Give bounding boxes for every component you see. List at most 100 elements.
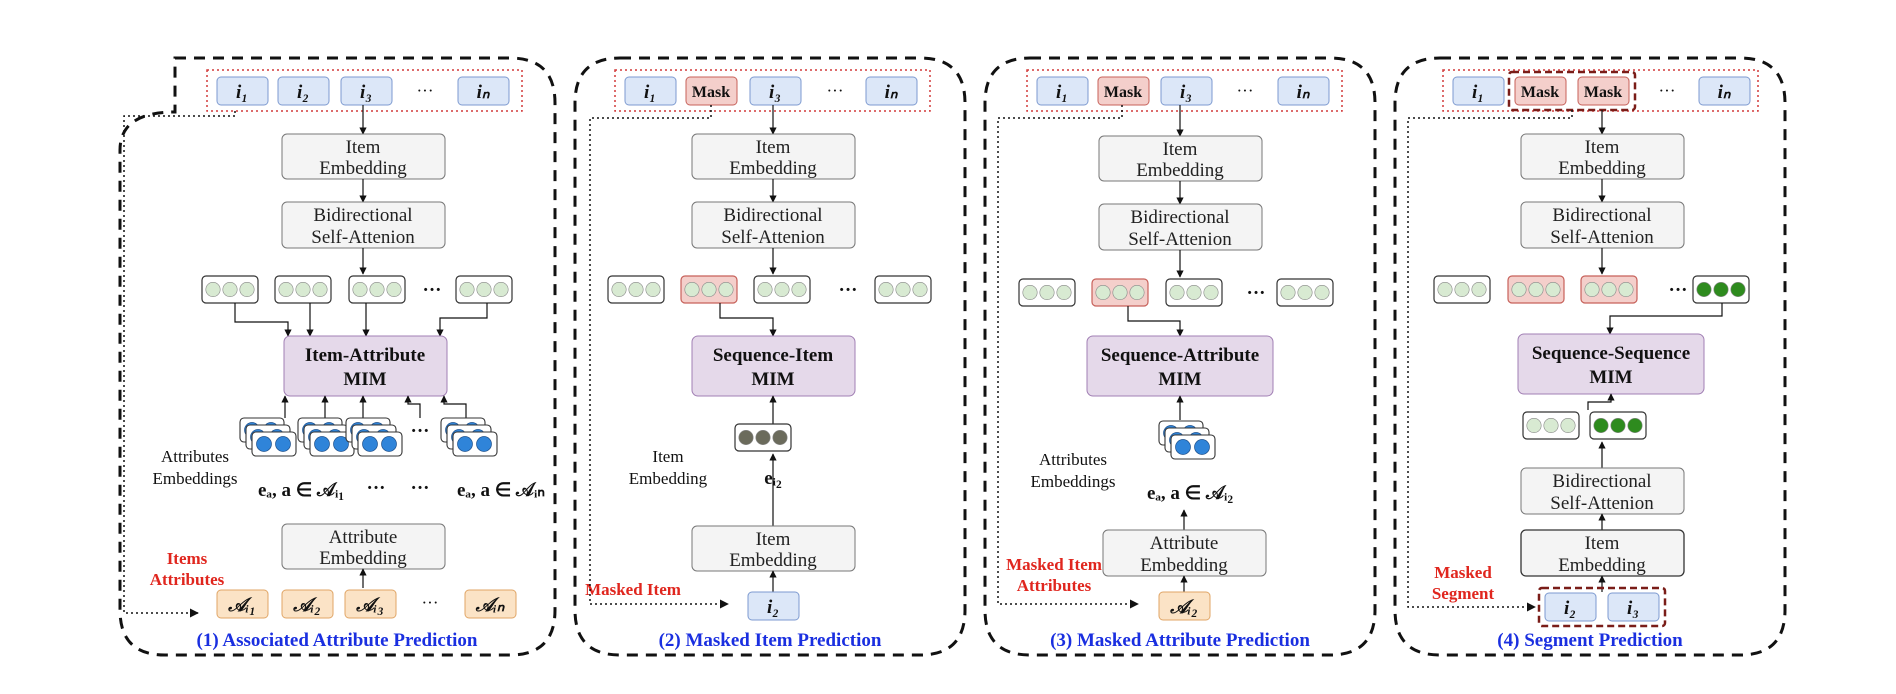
self-attention-line1: Bidirectional: [313, 205, 412, 226]
hidden-vector-masked-2: [1580, 275, 1638, 304]
item-embedding-line2: Embedding: [1136, 160, 1224, 181]
item-embedding2-line1: Item: [756, 529, 791, 550]
token-dots: ···: [1659, 81, 1676, 100]
token-mask-1-text: Mask: [1521, 84, 1559, 101]
panel-associated-attribute-prediction: i₁ i₂ i₃ ··· iₙ Item Embedding Bidirecti…: [118, 56, 557, 657]
hidden-vector-1: [1433, 275, 1491, 304]
hidden-vector-n: [874, 275, 932, 304]
bottom-token-i2: [1544, 592, 1597, 622]
caption: (2) Masked Item Prediction: [659, 630, 882, 651]
masked-item-label: Masked Item: [585, 580, 681, 599]
token-i3: [340, 76, 393, 106]
token-i1-text: i₁: [1056, 82, 1068, 103]
hidden-vector-3: [1165, 278, 1223, 307]
vector-dots: ···: [838, 280, 857, 301]
hidden-state-vectors: [1018, 278, 1334, 307]
token-in: [1698, 76, 1751, 106]
attribute-embedding-line1: Attribute: [329, 527, 398, 548]
attribute-embedding-stacks: [239, 417, 498, 457]
attr-expression-right: eₐ, a ∈ 𝒜ᵢₙ: [457, 480, 545, 501]
item-embedding-line2: Embedding: [1558, 158, 1646, 179]
attr-token-n-text: 𝒜ᵢₙ: [475, 595, 506, 616]
token-i3-text: i₃: [360, 82, 372, 103]
item-embedding2-line1: Item: [1585, 533, 1620, 554]
token-i1: [624, 76, 677, 106]
self-attention-line2: Self-Attenion: [721, 227, 825, 248]
attr-token-3: [344, 589, 397, 619]
self-attention2-line1: Bidirectional: [1552, 471, 1651, 492]
target-attr-stack: [1158, 420, 1216, 460]
hidden-vector-n: [1692, 275, 1750, 304]
attributes-embeddings-line2: Embeddings: [1031, 472, 1116, 491]
attribute-embedding-line2: Embedding: [319, 548, 407, 569]
token-dots: ···: [417, 81, 434, 100]
self-attention2-line2: Self-Attenion: [1550, 493, 1654, 514]
segment-vectors: [1522, 411, 1647, 440]
masked-item-attributes-line1: Masked Item: [1006, 555, 1102, 574]
self-attention-line1: Bidirectional: [723, 205, 822, 226]
attr-token-2: [281, 589, 334, 619]
hidden-vector-masked-1: [1507, 275, 1565, 304]
hidden-vector-3: [348, 275, 406, 304]
token-in-text: iₙ: [1718, 82, 1732, 103]
attr-expression: eₐ, a ∈ 𝒜ᵢ₂: [1147, 483, 1233, 504]
token-i3-text: i₃: [769, 82, 781, 103]
hidden-vector-masked: [680, 275, 738, 304]
attr-stack-dots: ···: [410, 421, 429, 442]
panel-masked-attribute-prediction: i₁ Mask i₃ ··· iₙ Item Embedding Bidirec…: [983, 56, 1377, 657]
mim-line1: Item-Attribute: [305, 345, 425, 366]
token-mask: [1097, 76, 1150, 106]
attr-expression-left: eₐ, a ∈ 𝒜ᵢ₁: [258, 480, 344, 501]
token-i2: [277, 76, 330, 106]
token-i3: [749, 76, 802, 106]
hidden-vector-2: [274, 275, 332, 304]
hidden-vector-n: [1276, 278, 1334, 307]
attr-stack-n: [440, 417, 498, 457]
token-i1: [1036, 76, 1089, 106]
panel-border: [118, 56, 557, 657]
bottom-token-i2-text: i₂: [1564, 598, 1576, 619]
bottom-attr-token: [1158, 591, 1211, 621]
bottom-token-i3: [1607, 592, 1660, 622]
hidden-vector-1: [1018, 278, 1076, 307]
token-i1: [1452, 76, 1505, 106]
mim-line1: Sequence-Item: [713, 345, 833, 366]
item-embedding-line1: Item: [756, 137, 791, 158]
mim-line2: MIM: [751, 369, 794, 390]
token-dots: ···: [827, 81, 844, 100]
token-dots: ···: [1237, 81, 1254, 100]
segment-vector-input: [1522, 411, 1580, 440]
self-attention-line2: Self-Attenion: [311, 227, 415, 248]
item-embedding-line1: Item: [1585, 137, 1620, 158]
masked-item-attributes-line2: Attributes: [1017, 576, 1092, 595]
attr-token-dots: ···: [422, 593, 439, 612]
token-mask-1: [1514, 76, 1567, 106]
token-i1-text: i₁: [236, 82, 248, 103]
attr-expression-dots1: ···: [366, 478, 385, 499]
attr-token-3-text: 𝒜ᵢ₃: [355, 595, 384, 616]
item-embedding-line1: Item: [1163, 139, 1198, 160]
mim-line2: MIM: [1589, 367, 1632, 388]
mim-line2: MIM: [1158, 369, 1201, 390]
items-attributes-label-line1: Items: [167, 549, 208, 568]
token-row-frame: [614, 69, 931, 112]
vector-dots: ···: [1668, 280, 1687, 301]
attribute-embedding-line1: Attribute: [1150, 533, 1219, 554]
panel-segment-prediction: i₁ Mask Mask ··· iₙ Item Embedding Bidir…: [1393, 56, 1787, 657]
hidden-vector-3: [753, 275, 811, 304]
token-row-frame: [1026, 69, 1343, 112]
hidden-vector-1: [607, 275, 665, 304]
hidden-vector-masked: [1091, 278, 1149, 307]
token-i2-text: i₂: [297, 82, 309, 103]
attr-token-n: [464, 589, 517, 619]
attributes-embeddings-line1: Attributes: [1039, 450, 1107, 469]
token-row-frame: [206, 69, 523, 112]
bottom-segment-frame: [1537, 586, 1667, 628]
hidden-state-vectors: [201, 275, 513, 304]
item-embedding-side-line1: Item: [652, 447, 683, 466]
attr-token-1-text: 𝒜ᵢ₁: [227, 595, 256, 616]
token-mask-text: Mask: [1104, 84, 1142, 101]
attr-stack-1: [239, 417, 297, 457]
self-attention-line2: Self-Attenion: [1128, 229, 1232, 250]
